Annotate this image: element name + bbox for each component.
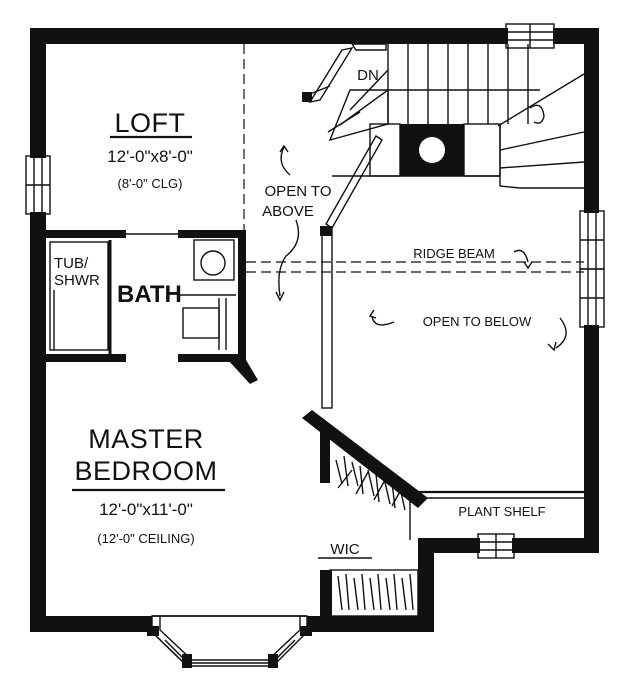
loft-label: LOFT [114, 108, 185, 138]
loft-size: 12'-0"x8'-0" [107, 147, 193, 166]
open-below-arrow-left [371, 315, 395, 326]
tub-label: TUB/ [54, 255, 89, 272]
loft-ceiling: (8'-0" CLG) [118, 176, 183, 191]
bath-walls [46, 230, 258, 384]
open-below-label: OPEN TO BELOW [423, 314, 532, 329]
ridge-arrow [513, 249, 529, 263]
labels: LOFT 12'-0"x8'-0" (8'-0" CLG) TUB/ SHWR … [54, 67, 546, 558]
ridge-beam-label: RIDGE BEAM [413, 246, 495, 261]
stairs [302, 43, 585, 409]
master-label-1: MASTER [88, 424, 204, 454]
windows [25, 23, 605, 559]
wic-label: WIC [330, 541, 359, 558]
exterior-walls [30, 28, 599, 632]
bath-label: BATH [117, 281, 182, 308]
plant-shelf-label: PLANT SHELF [458, 504, 545, 519]
open-below-arrow-right [555, 317, 567, 349]
wic-walls [302, 410, 584, 618]
stair-down-label: DN [357, 67, 379, 84]
open-above-arrow-down [278, 219, 300, 297]
open-above-label-1: OPEN TO [265, 183, 332, 200]
master-size: 12'-0"x11'-0" [99, 500, 193, 519]
master-label-2: BEDROOM [74, 456, 217, 486]
arrows [275, 144, 567, 352]
bay-window [147, 615, 312, 668]
dashed-lines [243, 44, 584, 273]
open-above-label-2: ABOVE [262, 203, 314, 220]
shower-label: SHWR [54, 272, 100, 289]
open-above-arrow-up [280, 146, 291, 176]
master-ceiling: (12'-0" CEILING) [97, 531, 194, 546]
